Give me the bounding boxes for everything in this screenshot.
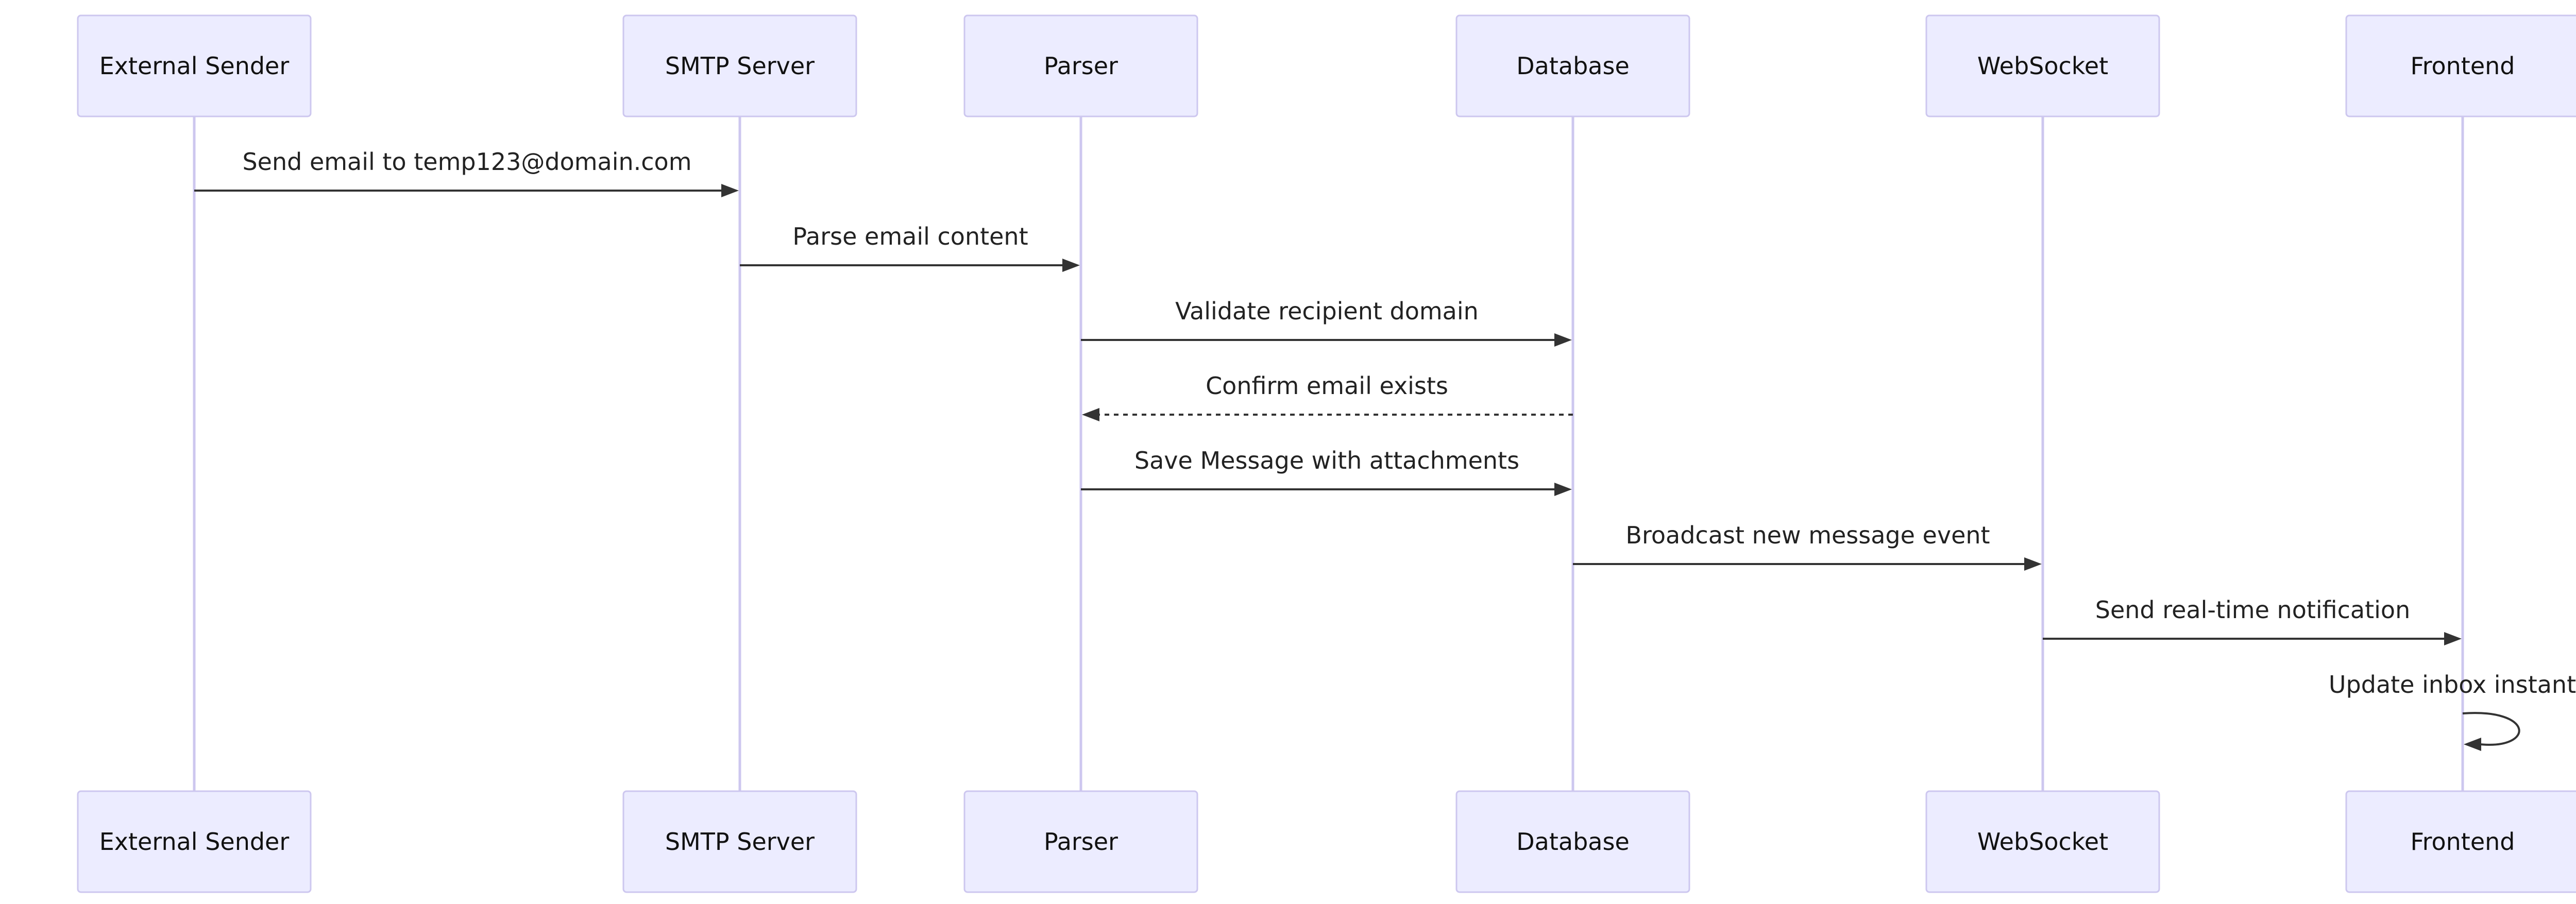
participant-sender-top: External Sender	[77, 14, 312, 117]
participant-label: Frontend	[2410, 828, 2515, 856]
participant-smtp-top: SMTP Server	[622, 14, 857, 117]
arrow-head	[2464, 738, 2481, 751]
participant-label: Parser	[1044, 52, 1118, 80]
participant-box	[2345, 790, 2576, 893]
message-5: Save Message with attachments	[1081, 447, 1572, 496]
participant-box	[1455, 14, 1690, 117]
arrow-head	[1062, 259, 1080, 272]
participant-label: External Sender	[99, 828, 290, 856]
participant-box	[77, 14, 312, 117]
message-label: Broadcast new message event	[1625, 521, 1990, 549]
participant-label: SMTP Server	[665, 52, 815, 80]
message-label: Save Message with attachments	[1134, 447, 1519, 474]
participant-smtp-bottom: SMTP Server	[622, 790, 857, 893]
message-6: Broadcast new message event	[1573, 521, 2042, 571]
participant-box	[622, 790, 857, 893]
message-label: Confirm email exists	[1206, 372, 1448, 400]
arrow-head	[2024, 557, 2042, 571]
participant-ws-top: WebSocket	[1925, 14, 2160, 117]
participant-label: Parser	[1044, 828, 1118, 856]
message-label: Validate recipient domain	[1175, 297, 1479, 325]
message-7: Send real-time notification	[2043, 596, 2462, 645]
message-label: Send real-time notification	[2095, 596, 2410, 624]
participant-box	[622, 14, 857, 117]
participant-box	[963, 14, 1198, 117]
participant-frontend-bottom: Frontend	[2345, 790, 2576, 893]
message-label: Update inbox instantly	[2329, 671, 2576, 698]
participant-label: WebSocket	[1977, 828, 2108, 856]
participant-box	[1925, 790, 2160, 893]
participant-label: Database	[1516, 52, 1630, 80]
participant-box	[1925, 14, 2160, 117]
participant-label: SMTP Server	[665, 828, 815, 856]
message-1: Send email to temp123@domain.com	[194, 148, 739, 197]
participant-sender-bottom: External Sender	[77, 790, 312, 893]
participant-parser-bottom: Parser	[963, 790, 1198, 893]
participant-box	[77, 790, 312, 893]
participant-box	[1455, 790, 1690, 893]
participant-db-top: Database	[1455, 14, 1690, 117]
participant-label: External Sender	[99, 52, 290, 80]
message-2: Parse email content	[740, 223, 1080, 272]
message-3: Validate recipient domain	[1081, 297, 1572, 347]
message-4: Confirm email exists	[1082, 372, 1573, 421]
participant-ws-bottom: WebSocket	[1925, 790, 2160, 893]
message-8: Update inbox instantly	[2329, 671, 2576, 751]
arrow-head	[1554, 333, 1572, 347]
message-label: Parse email content	[792, 223, 1028, 250]
message-arrow	[2462, 712, 2520, 746]
arrow-head	[1082, 408, 1099, 421]
arrow-head	[721, 184, 739, 197]
arrow-head	[2444, 632, 2462, 645]
arrow-head	[1554, 483, 1572, 496]
participant-db-bottom: Database	[1455, 790, 1690, 893]
message-label: Send email to temp123@domain.com	[242, 148, 691, 176]
participant-label: WebSocket	[1977, 52, 2108, 80]
participant-label: Database	[1516, 828, 1630, 856]
participant-label: Frontend	[2410, 52, 2515, 80]
participant-frontend-top: Frontend	[2345, 14, 2576, 117]
participant-box	[963, 790, 1198, 893]
participant-parser-top: Parser	[963, 14, 1198, 117]
participant-box	[2345, 14, 2576, 117]
